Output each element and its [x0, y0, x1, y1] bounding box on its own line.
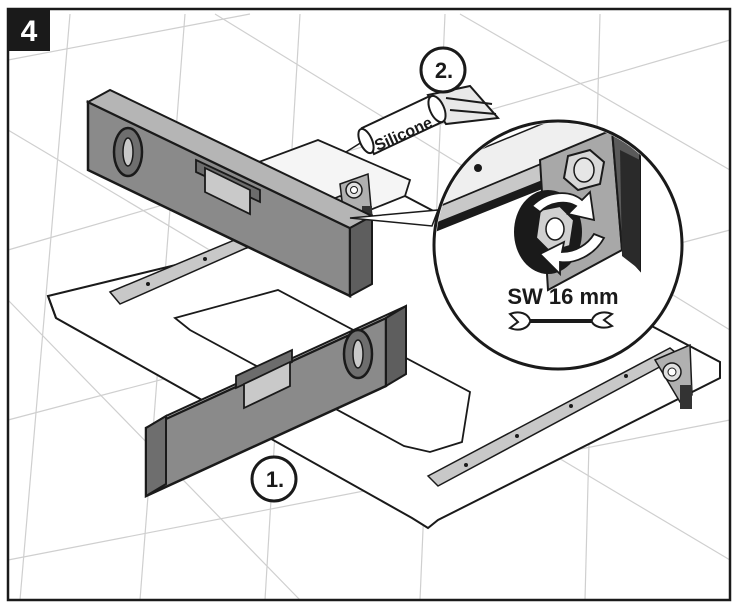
callout-1: 1. — [250, 455, 298, 503]
silicone-tube: Silicone — [345, 84, 501, 156]
rotate-arrow-upper — [530, 190, 596, 222]
spirit-level-upper — [85, 88, 375, 298]
callout-2: 2. — [419, 46, 467, 94]
callout-1-label: 1. — [266, 467, 284, 492]
wrench-size-label: SW 16 mm — [507, 284, 618, 309]
wrench-icon — [507, 311, 615, 331]
bracket-bolt-right — [653, 343, 693, 409]
detail-leader — [349, 209, 440, 227]
step-number: 4 — [21, 15, 38, 48]
outer-frame — [6, 7, 732, 602]
rotate-arrow-lower — [538, 232, 606, 277]
spirit-level-lower — [144, 304, 407, 498]
step-badge: 4 — [8, 9, 50, 51]
detail-magnifier: SW 16 mm — [432, 119, 684, 371]
callout-2-label: 2. — [435, 58, 453, 83]
